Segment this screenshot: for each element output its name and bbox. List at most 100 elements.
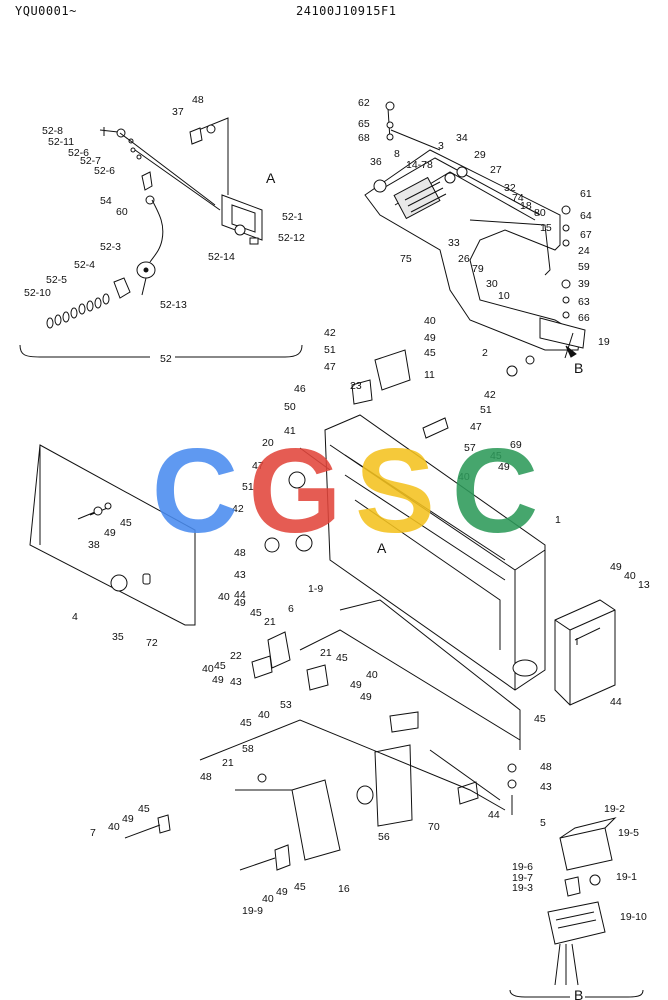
part-callout: 23 [350, 380, 362, 392]
part-callout: 1-9 [308, 583, 323, 595]
lever-assembly-52 [19, 117, 303, 358]
part-callout: 75 [400, 253, 412, 265]
part-callout: 49 [212, 674, 224, 686]
part-callout: 19-1 [616, 871, 637, 883]
part-callout: 19-7 [512, 872, 533, 884]
part-callout: 52-4 [74, 259, 95, 271]
part-callout: 34 [456, 132, 468, 144]
header-part-number: 24100J10915F1 [296, 4, 397, 18]
part-callout: 40 [262, 893, 274, 905]
part-callout: 42 [484, 389, 496, 401]
part-callout: 19-6 [512, 861, 533, 873]
part-callout: 40 [424, 315, 436, 327]
part-callout: 50 [284, 401, 296, 413]
part-callout: 45 [240, 717, 252, 729]
part-callout: 54 [100, 195, 112, 207]
part-callout: 29 [474, 149, 486, 161]
part-callout: 43 [540, 781, 552, 793]
part-callout: 52-13 [160, 299, 187, 311]
part-callout: 45 [138, 803, 150, 815]
part-callout: 47 [252, 460, 264, 472]
part-callout: 53 [280, 699, 292, 711]
part-callout: 11 [424, 369, 435, 381]
part-callout: 19 [598, 336, 610, 348]
part-callout: 41 [284, 425, 296, 437]
watermark-letter: G [248, 424, 341, 558]
part-callout: 52-3 [100, 241, 121, 253]
part-callout: 52-12 [278, 232, 305, 244]
part-callout: 45 [534, 713, 546, 725]
view-b-label-bottom: B [574, 987, 583, 1000]
part-callout: 21 [264, 616, 276, 628]
part-callout: 42 [324, 327, 336, 339]
part-callout: 33 [448, 237, 460, 249]
part-callout: 69 [510, 439, 522, 451]
part-callout: 44 [488, 809, 500, 821]
part-callout: 45 [424, 347, 436, 359]
part-callout: 21 [320, 647, 332, 659]
svg-text:S: S [355, 424, 435, 558]
part-callout: 52-7 [80, 155, 101, 167]
part-callout: 46 [294, 383, 306, 395]
part-callout: 18 [520, 200, 532, 212]
part-callout: 27 [490, 164, 502, 176]
part-callout: 48 [540, 761, 552, 773]
part-callout: 40 [258, 709, 270, 721]
part-callout: 49 [122, 813, 134, 825]
part-callout: 19-3 [512, 882, 533, 894]
watermark-letter: C [152, 424, 239, 558]
part-callout: 40 [108, 821, 120, 833]
part-callout: 58 [242, 743, 254, 755]
part-callout: 30 [486, 278, 498, 290]
part-callout: 32 [504, 182, 516, 194]
view-b-label-top: B [574, 360, 583, 376]
part-callout: 40 [366, 669, 378, 681]
part-callout: 40 [202, 663, 214, 675]
side-panel-4 [29, 444, 196, 626]
part-callout: 19-10 [620, 911, 647, 923]
part-callout: 21 [222, 757, 234, 769]
part-callout: 48 [234, 547, 246, 559]
part-callout: 7 [90, 827, 96, 839]
svg-text:G: G [248, 424, 341, 558]
part-callout: 51 [480, 404, 492, 416]
part-callout: 51 [324, 344, 336, 356]
part-callout: 57 [464, 442, 476, 454]
part-callout: 49 [424, 332, 436, 344]
part-callout: 56 [378, 831, 390, 843]
part-callout: 15 [540, 222, 552, 234]
svg-text:C: C [452, 424, 539, 558]
part-callout: 10 [498, 290, 510, 302]
part-callout: 45 [294, 881, 306, 893]
part-callout: 49 [234, 597, 246, 609]
watermark-letter: C [452, 424, 539, 558]
part-callout: 22 [230, 650, 242, 662]
part-callout: 4 [72, 611, 78, 623]
part-callout: 49 [104, 527, 116, 539]
part-callout: 52-5 [46, 274, 67, 286]
part-callout: 40 [218, 591, 230, 603]
watermark-letter: S [355, 424, 435, 558]
part-callout: 64 [580, 210, 592, 222]
part-callout: 14-78 [406, 159, 433, 171]
part-callout: 40 [458, 471, 470, 483]
part-callout: 39 [578, 278, 590, 290]
part-callout: 45 [250, 607, 262, 619]
part-callout: 49 [350, 679, 362, 691]
part-callout: 43 [230, 676, 242, 688]
part-callout: 51 [242, 481, 254, 493]
part-callout: 62 [358, 97, 370, 109]
part-callout: 52-10 [24, 287, 51, 299]
part-callout: 70 [428, 821, 440, 833]
part-callout: 19-5 [618, 827, 639, 839]
part-callout: 67 [580, 229, 592, 241]
part-callout: 44 [234, 589, 246, 601]
part-callout: 45 [336, 652, 348, 664]
part-callout: 52-6 [94, 165, 115, 177]
part-callout: 52-6 [68, 147, 89, 159]
part-callout: 6 [288, 603, 294, 615]
part-callout: 66 [578, 312, 590, 324]
part-callout: 13 [638, 579, 650, 591]
view-b-fusebox [509, 817, 644, 998]
